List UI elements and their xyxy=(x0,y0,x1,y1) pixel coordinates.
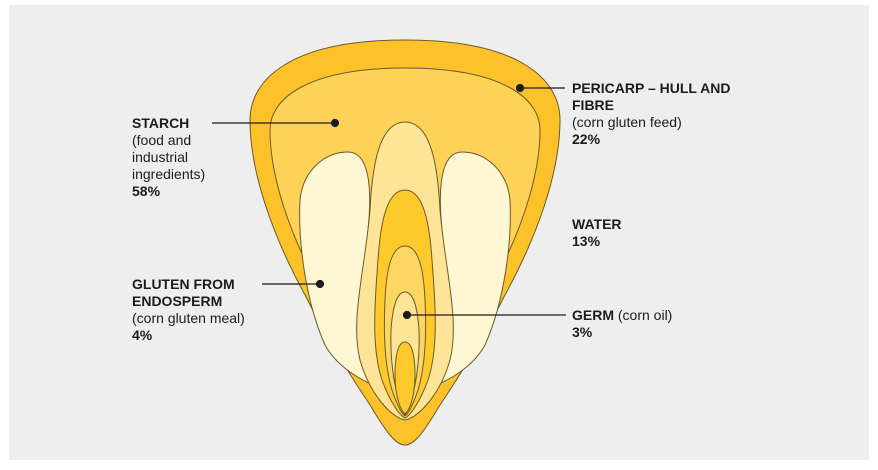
pericarp-detail: (corn gluten feed) xyxy=(572,114,732,131)
pericarp-percent: 22% xyxy=(572,131,732,148)
germ-percent: 3% xyxy=(572,324,772,341)
gluten-detail: (corn gluten meal) xyxy=(132,310,282,327)
pericarp-leader-dot xyxy=(517,85,524,92)
gluten-percent: 4% xyxy=(132,327,282,344)
starch-percent: 58% xyxy=(132,183,232,200)
germ-title: GERM xyxy=(572,307,614,323)
water-percent: 13% xyxy=(572,233,692,250)
pericarp-label: PERICARP – HULL AND FIBRE (corn gluten f… xyxy=(572,80,732,148)
starch-title: STARCH xyxy=(132,115,232,132)
gluten-title: GLUTEN FROM ENDOSPERM xyxy=(132,276,252,310)
starch-label: STARCH (food and industrial ingredients)… xyxy=(132,115,232,200)
water-title: WATER xyxy=(572,216,692,233)
germ-leader-dot xyxy=(404,312,411,319)
water-label: WATER 13% xyxy=(572,216,692,250)
germ-detail: (corn oil) xyxy=(618,307,672,323)
starch-detail: (food and industrial ingredients) xyxy=(132,132,232,183)
starch-leader-dot xyxy=(332,120,339,127)
gluten-leader-dot xyxy=(317,281,324,288)
pericarp-title: PERICARP – HULL AND FIBRE xyxy=(572,80,732,114)
gluten-label: GLUTEN FROM ENDOSPERM (corn gluten meal)… xyxy=(132,276,282,344)
germ-label: GERM (corn oil) 3% xyxy=(572,307,772,341)
